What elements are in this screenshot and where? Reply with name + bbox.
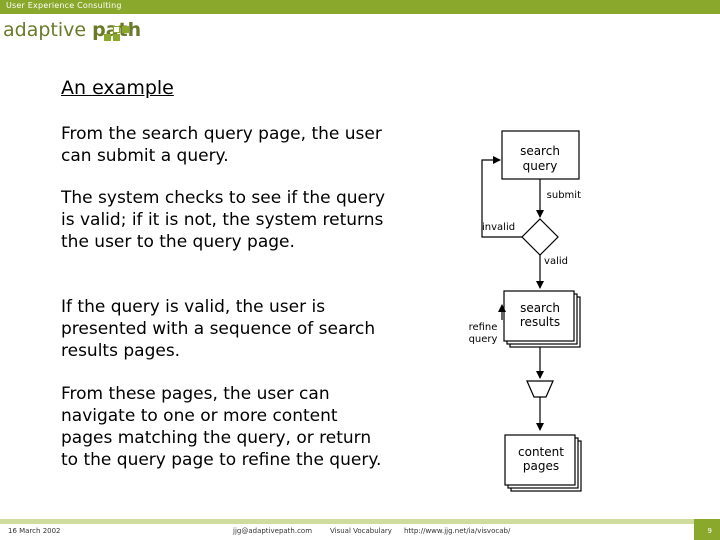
content-label-2: pages bbox=[523, 459, 559, 473]
flow-diagram: search query submit invalid valid search… bbox=[469, 130, 582, 492]
refine-query-label-1: refine bbox=[469, 322, 498, 333]
submit-label: submit bbox=[547, 190, 581, 201]
content-page bbox=[504, 434, 576, 486]
page-number-box: 9 bbox=[694, 519, 720, 540]
invalid-loop-arrow bbox=[481, 156, 522, 238]
header-bar: User Experience Consulting bbox=[0, 0, 720, 14]
footer-date: 16 March 2002 bbox=[8, 527, 61, 535]
slide-heading: An example bbox=[61, 77, 174, 99]
paragraph-submit: From the search query page, the user can… bbox=[61, 124, 382, 166]
logo-word-1: adaptive bbox=[3, 19, 87, 41]
validity-decision bbox=[521, 218, 559, 256]
valid-label: valid bbox=[544, 256, 568, 267]
search-results-label-1: search bbox=[520, 301, 560, 315]
search-query-page bbox=[501, 130, 580, 180]
footer-email: jjg@adaptivepath.com bbox=[233, 527, 313, 535]
footer-url: http://www.jjg.net/ia/visvocab/ bbox=[404, 527, 511, 535]
content-label-1: content bbox=[518, 445, 564, 459]
refine-query-label-2: query bbox=[469, 334, 498, 345]
search-query-label-1: search bbox=[520, 144, 560, 158]
search-results-page bbox=[503, 290, 575, 342]
page-number: 9 bbox=[707, 527, 712, 535]
footer-title: Visual Vocabulary bbox=[330, 527, 392, 535]
search-query-label-2: query bbox=[523, 159, 558, 173]
paragraph-content: From these pages, the user can navigate … bbox=[61, 384, 382, 470]
paragraph-results: If the query is valid, the user is prese… bbox=[61, 297, 376, 361]
invalid-label: invalid bbox=[482, 222, 515, 233]
header-bar-text: User Experience Consulting bbox=[6, 1, 122, 10]
adaptive-path-logo: adaptive path bbox=[3, 16, 141, 46]
search-results-label-2: results bbox=[520, 315, 560, 329]
footer-bar: 16 March 2002 jjg@adaptivepath.com Visua… bbox=[0, 519, 720, 540]
continuation-connector bbox=[526, 380, 554, 398]
paragraph-validate: The system checks to see if the query is… bbox=[61, 188, 386, 252]
